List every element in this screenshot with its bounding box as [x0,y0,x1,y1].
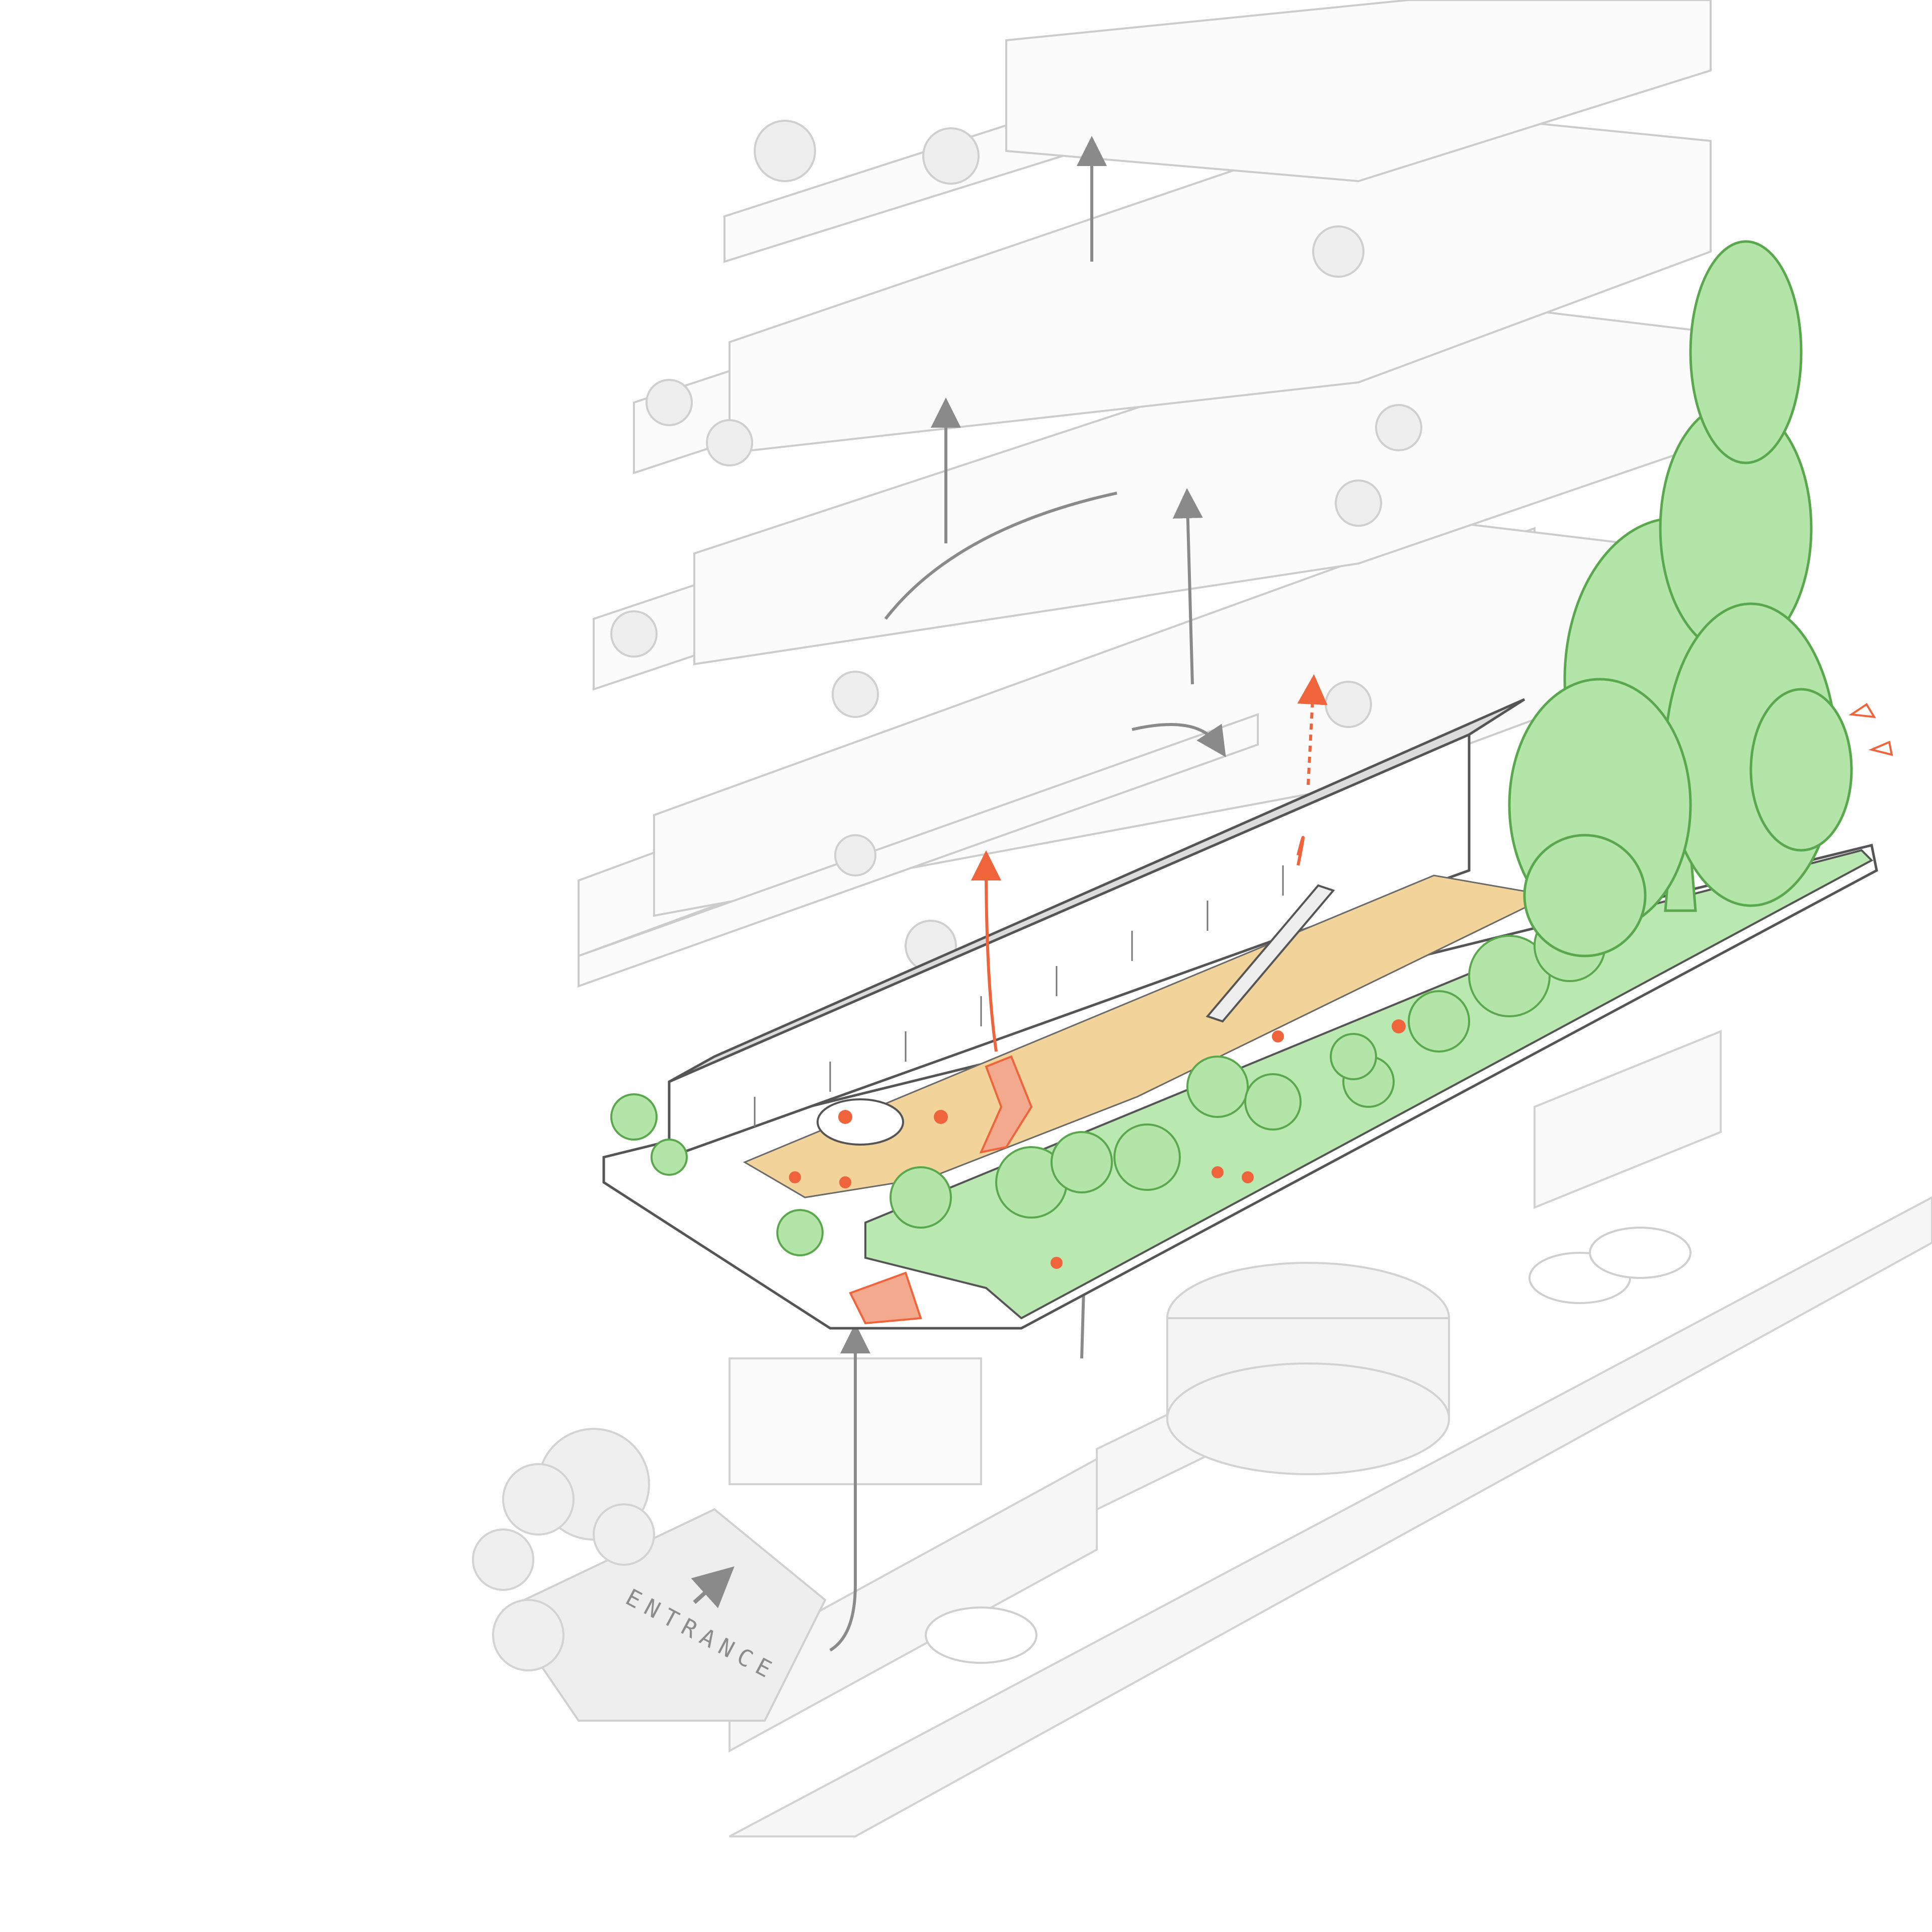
reading-pod [817,1098,904,1146]
bird-icon [1848,703,1893,756]
arrow-up-icon [1172,488,1203,685]
stair-icon [849,1271,922,1325]
escalator [1205,884,1335,1023]
tree-icon [1508,240,1853,957]
entrance-plaza: ENTRANCE [472,1428,827,1722]
tree-icon [610,120,1422,972]
person-icon [789,1019,1406,1269]
arrow-up-icon [829,1323,870,1652]
garden-level [602,240,1893,1330]
arrow-up-icon [971,850,1002,1052]
entrance-arrow-icon [691,1566,735,1608]
tree-icon [472,1428,655,1671]
circulation-arrows [884,136,1226,757]
upper-floor-1 [578,522,1712,988]
stair-icon [979,1055,1033,1154]
ground-level [729,1030,1932,1837]
car-icon [925,1227,1692,1664]
arrow-up-icon [1297,674,1328,785]
building-roof [668,698,1525,1083]
arrow-up-icon [1297,836,1305,866]
